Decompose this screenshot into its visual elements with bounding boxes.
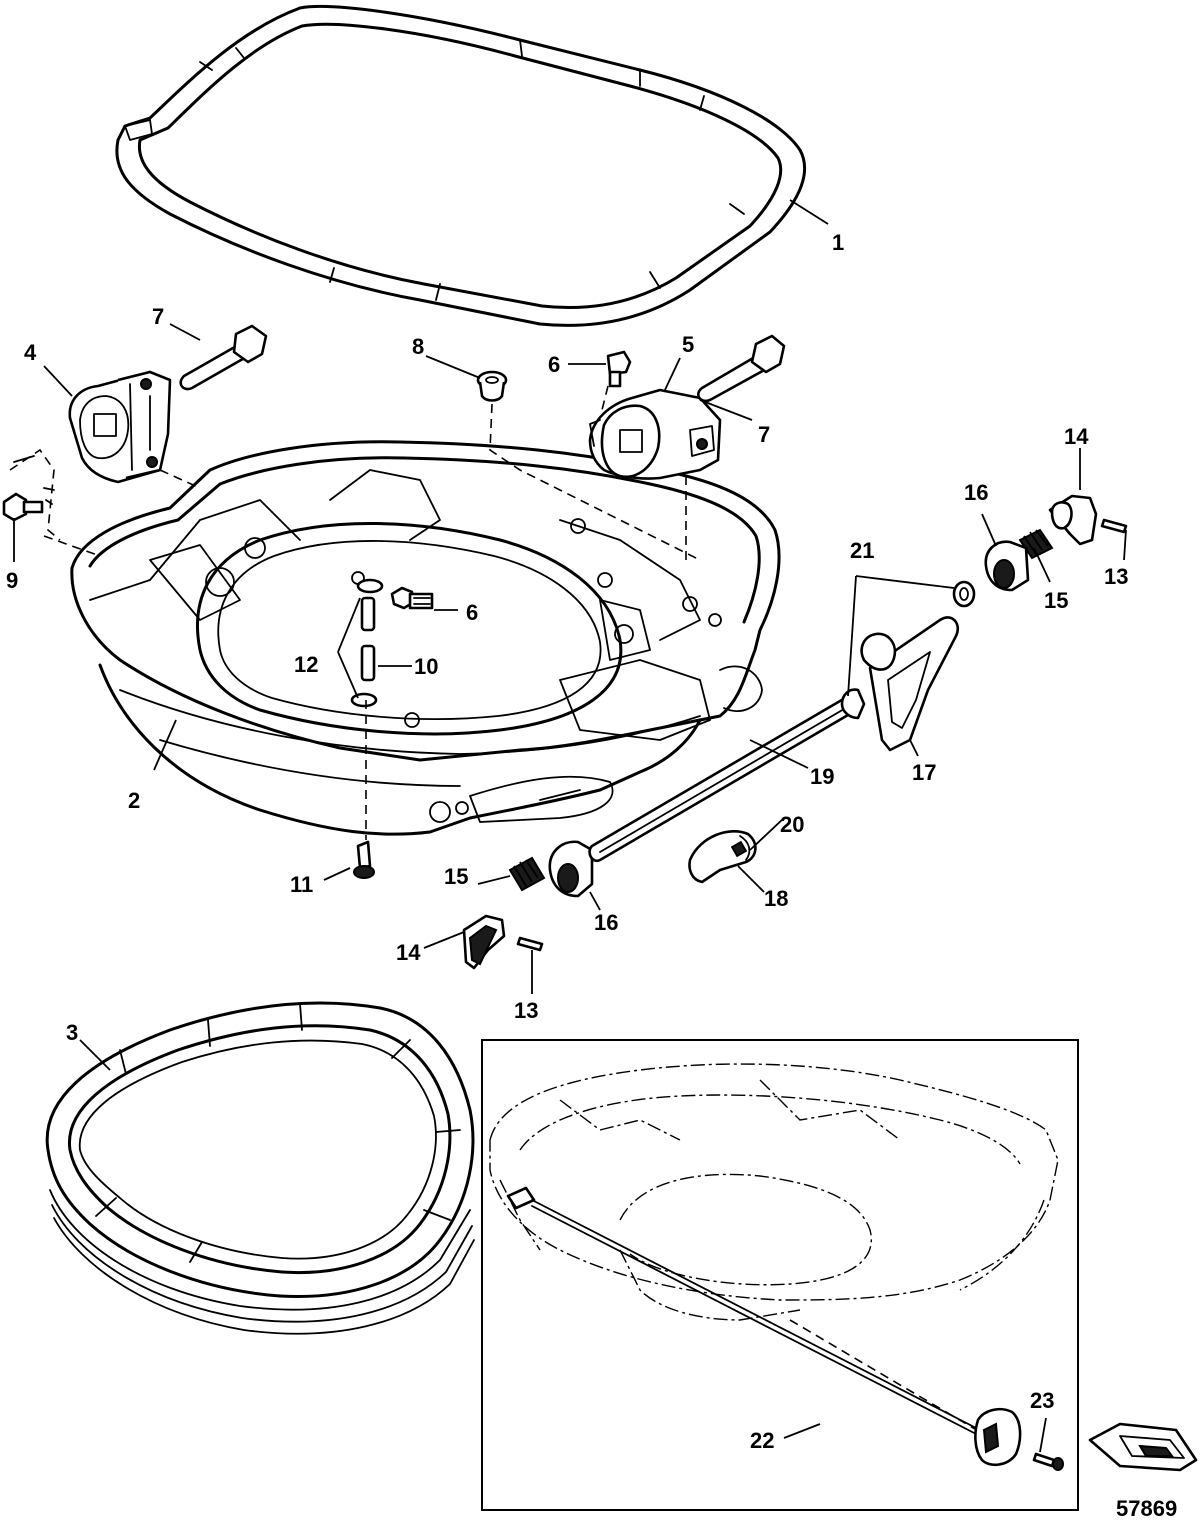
callout-11: 11	[290, 872, 313, 897]
part-3-bottom-seal	[45, 1001, 475, 1335]
callout-8: 8	[412, 334, 424, 359]
part-9-bolt-ground	[2, 448, 61, 541]
part-15-spring-right	[1018, 528, 1054, 560]
callout-17: 17	[912, 760, 936, 785]
callout-18: 18	[764, 886, 788, 911]
part-13-roll-pin-right	[1100, 518, 1128, 534]
part-7-bolt-left	[179, 324, 268, 391]
callout-15-right: 15	[1044, 588, 1068, 613]
callout-15-left: 15	[444, 864, 468, 889]
callout-22: 22	[750, 1428, 774, 1453]
figure-reference-number: 57869	[1116, 1496, 1177, 1520]
callout-labels: 1 2 3 4 5 6 6 7 7 8 9 10 11 12 13 13 14 …	[6, 230, 1177, 1520]
part-7-bolt-right	[697, 334, 786, 403]
part-8-grommet	[476, 370, 508, 402]
callout-13-right: 13	[1104, 564, 1128, 589]
callout-2: 2	[128, 788, 140, 813]
callout-20: 20	[780, 812, 804, 837]
part-22-connector	[506, 1186, 536, 1210]
boat-icon	[1088, 1422, 1198, 1472]
callout-19: 19	[810, 764, 834, 789]
callout-5: 5	[682, 332, 694, 357]
part-21-washer-right	[952, 580, 976, 608]
callout-10: 10	[414, 654, 438, 679]
leader-lines	[13, 199, 1127, 1453]
part-6-bolt-lower	[390, 586, 434, 610]
part-20-set-screw	[730, 840, 748, 858]
part-6-bolt-upper	[606, 350, 632, 388]
callout-7-right: 7	[758, 422, 770, 447]
part-23-screw	[1032, 1452, 1056, 1468]
part-12-retaining-ring-upper	[356, 578, 384, 594]
part-11-screw	[353, 840, 375, 879]
callout-14-left: 14	[396, 940, 421, 965]
part-2-lower-cowl	[70, 440, 781, 836]
callout-14-right: 14	[1064, 424, 1089, 449]
callout-6-lower: 6	[466, 600, 478, 625]
callout-23: 23	[1030, 1388, 1054, 1413]
part-17-latch-lever	[860, 616, 960, 752]
callout-3: 3	[66, 1020, 78, 1045]
inset-view	[481, 1039, 1079, 1511]
part-14-latch-handle-right	[1048, 494, 1098, 546]
part-16-bushing-left	[548, 840, 594, 898]
callout-1: 1	[832, 230, 844, 255]
part-1-top-seal	[115, 5, 806, 327]
part-12-retaining-ring-lower	[350, 692, 378, 708]
part-10-pin	[360, 596, 376, 682]
callout-16-right: 16	[964, 480, 988, 505]
assembly-lines	[43, 385, 701, 840]
callout-21: 21	[850, 538, 874, 563]
part-5-rear-mount	[588, 388, 722, 480]
part-14-latch-handle-left	[462, 914, 506, 970]
part-16-bushing-right	[984, 540, 1030, 592]
callout-6-upper: 6	[548, 352, 560, 377]
callout-7-left: 7	[152, 304, 164, 329]
callout-13-left: 13	[514, 998, 538, 1023]
callout-12: 12	[294, 652, 318, 677]
callout-16-left: 16	[594, 910, 618, 935]
part-21-washer-left	[840, 688, 866, 720]
part-13-roll-pin-left	[516, 936, 544, 952]
callout-9: 9	[6, 568, 18, 593]
callout-4: 4	[24, 340, 37, 365]
part-15-spring-left	[508, 856, 546, 892]
part-4-front-mount	[68, 370, 172, 484]
part-19-shaft	[588, 692, 862, 863]
